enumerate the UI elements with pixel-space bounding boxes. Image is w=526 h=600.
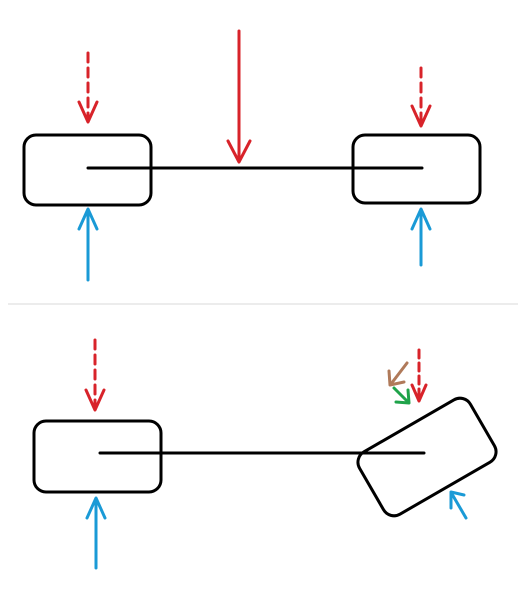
left-dashed-load-arrow [84,338,106,412]
bottom-panel [32,338,498,570]
green-component-arrow [392,386,411,405]
left-reaction-arrow [77,207,99,282]
left-dashed-load-arrow [77,51,99,124]
center-load-arrow [226,29,252,164]
right-dashed-load-arrow [410,348,428,403]
left-block [22,133,153,207]
top-panel [22,29,482,282]
right-dashed-load-arrow [410,66,432,128]
tilted-right-block [356,396,498,518]
left-reaction-arrow [85,496,107,570]
left-block [32,419,163,494]
right-reaction-arrow [410,207,432,267]
brown-component-arrow [387,361,409,387]
normal-reaction-arrow [449,490,468,520]
right-block [351,133,482,205]
